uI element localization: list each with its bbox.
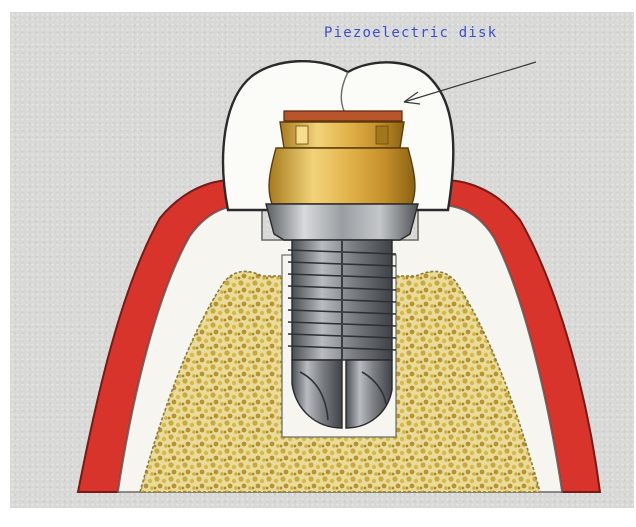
abutment-hex-notch xyxy=(296,126,308,144)
implant-neck xyxy=(266,204,418,240)
abutment-body xyxy=(269,148,415,204)
abutment-hex-notch xyxy=(376,126,388,144)
piezoelectric-disk xyxy=(284,111,402,121)
piezoelectric-disk-label: Piezoelectric disk xyxy=(324,25,497,41)
